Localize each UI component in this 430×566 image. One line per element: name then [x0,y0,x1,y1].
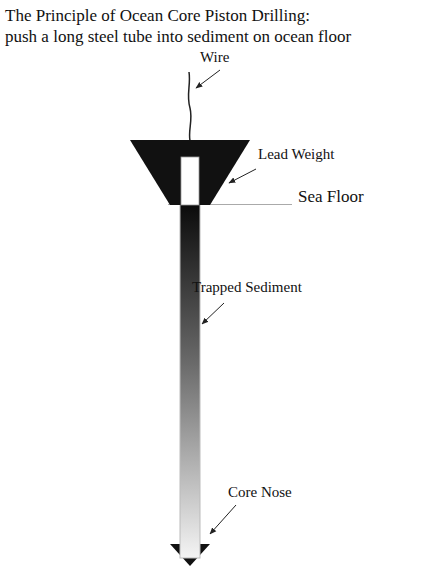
steel-tube [180,204,200,558]
part-label: Wire [200,49,229,66]
part-label: Sea Floor [298,187,364,207]
weight-slot [181,157,199,205]
leader-arrow [202,303,224,324]
leader-arrow [196,70,220,88]
title: The Principle of Ocean Core Piston Drill… [5,6,310,26]
lead-weight [130,140,250,205]
part-label: Lead Weight [258,146,334,163]
subtitle: push a long steel tube into sediment on … [5,27,351,47]
leader-arrow [229,169,256,183]
leader-arrow [210,505,236,534]
part-label: Trapped Sediment [192,279,302,296]
wire [188,72,191,141]
part-label: Core Nose [228,484,292,501]
